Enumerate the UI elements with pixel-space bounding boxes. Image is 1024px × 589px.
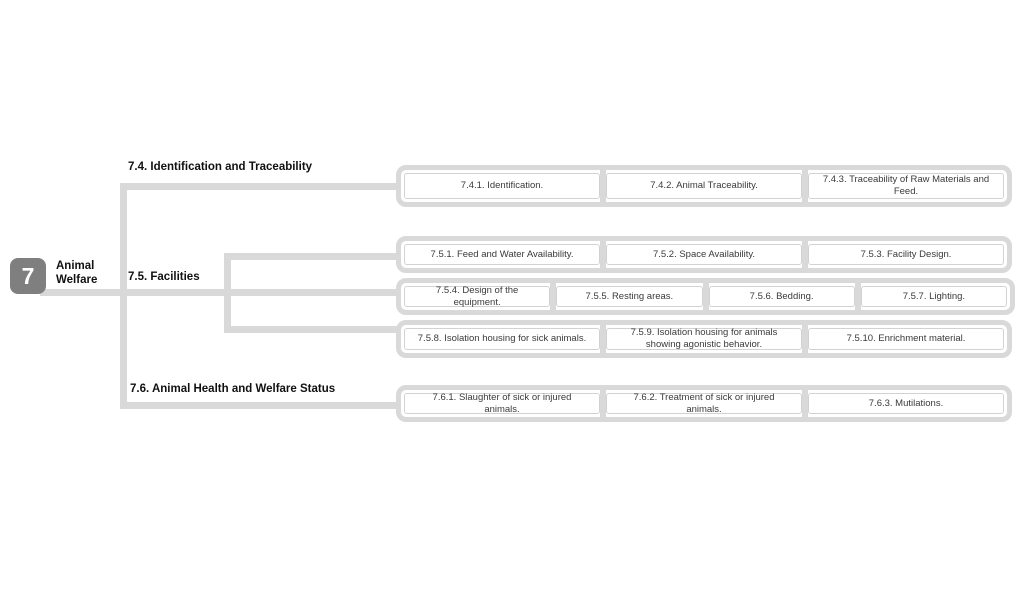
- root-node-7: 7: [10, 258, 46, 294]
- box-7-6-3: 7.6.3. Mutilations.: [808, 393, 1004, 414]
- box-7-5-10: 7.5.10. Enrichment material.: [808, 328, 1004, 350]
- root-node-number: 7: [21, 262, 35, 289]
- connector-main-trunk: [120, 183, 127, 409]
- box-7-5-3: 7.5.3. Facility Design.: [808, 244, 1004, 265]
- root-node-label-line1: Animal: [56, 260, 95, 272]
- root-node-label-line2: Welfare: [56, 273, 98, 286]
- connector-branch-7-5: [40, 289, 401, 296]
- box-7-4-3: 7.4.3. Traceability of Raw Materials and…: [808, 173, 1004, 199]
- box-7-5-2: 7.5.2. Space Availability.: [606, 244, 802, 265]
- row-7-6: 7.6.1. Slaughter of sick or injured anim…: [396, 385, 1012, 422]
- row-divider: [854, 283, 861, 310]
- connector-branch-7-6: [120, 402, 401, 409]
- row-divider: [802, 241, 808, 268]
- box-7-5-1: 7.5.1. Feed and Water Availability.: [404, 244, 600, 265]
- row-7-5-second: 7.5.4. Design of the equipment. 7.5.5. R…: [396, 278, 1015, 315]
- box-7-5-4: 7.5.4. Design of the equipment.: [404, 285, 551, 308]
- box-7-5-8: 7.5.8. Isolation housing for sick animal…: [404, 328, 600, 350]
- box-7-5-9: 7.5.9. Isolation housing for animals sho…: [606, 327, 802, 350]
- row-divider: [802, 170, 808, 202]
- connector-sub-branch-7-5-bottom: [224, 326, 401, 333]
- box-7-4-2: 7.4.2. Animal Traceability.: [606, 173, 802, 199]
- box-7-5-5: 7.5.5. Resting areas.: [556, 286, 703, 307]
- box-7-5-6: 7.5.6. Bedding.: [708, 286, 855, 307]
- root-node-label: Animal Welfare: [56, 260, 97, 287]
- box-7-4-1: 7.4.1. Identification.: [404, 173, 600, 199]
- connector-sub-branch-7-5-top: [224, 253, 401, 260]
- box-7-6-1: 7.6.1. Slaughter of sick or injured anim…: [404, 392, 600, 415]
- branch-label-7-5: 7.5. Facilities: [128, 271, 200, 283]
- connector-branch-7-4: [120, 183, 401, 190]
- row-divider: [600, 390, 606, 417]
- branch-label-7-6: 7.6. Animal Health and Welfare Status: [130, 383, 336, 395]
- row-divider: [802, 325, 808, 353]
- row-divider: [600, 241, 606, 268]
- box-7-6-2: 7.6.2. Treatment of sick or injured anim…: [606, 392, 802, 415]
- row-7-5-first: 7.5.1. Feed and Water Availability. 7.5.…: [396, 236, 1012, 273]
- row-divider: [600, 325, 606, 353]
- row-divider: [702, 283, 709, 310]
- row-7-5-third: 7.5.8. Isolation housing for sick animal…: [396, 320, 1012, 358]
- row-divider: [802, 390, 808, 417]
- branch-label-7-4: 7.4. Identification and Traceability: [128, 161, 313, 173]
- row-divider: [550, 283, 557, 310]
- box-7-5-7: 7.5.7. Lighting.: [860, 286, 1007, 307]
- row-divider: [600, 170, 606, 202]
- row-7-4: 7.4.1. Identification. 7.4.2. Animal Tra…: [396, 165, 1012, 207]
- connector-sub-trunk-7-5: [224, 253, 231, 333]
